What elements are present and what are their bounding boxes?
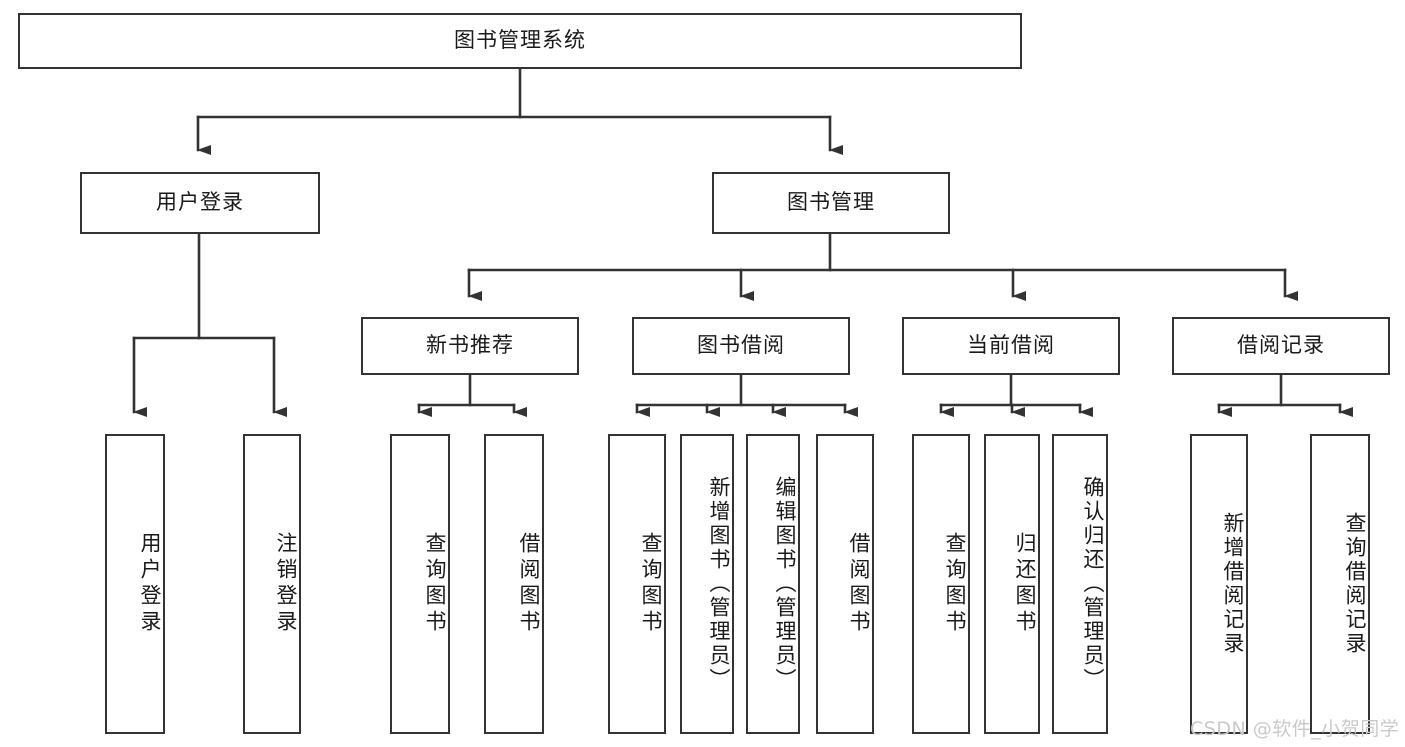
node-leaf-user-logout-label: 注销登录 [274, 532, 298, 636]
node-leaf-query-record-label: 查询借阅记录 [1343, 512, 1367, 656]
node-root-label: 图书管理系统 [454, 28, 586, 53]
node-root-system[interactable]: 图书管理系统 [18, 13, 1022, 69]
node-borrow-record-label: 借阅记录 [1237, 333, 1325, 358]
node-leaf-query-book-3-label: 查询图书 [943, 532, 967, 636]
node-book-borrow-label: 图书借阅 [697, 333, 785, 358]
node-leaf-query-book-2[interactable]: 查询图书 [608, 434, 666, 734]
node-leaf-query-book-3[interactable]: 查询图书 [912, 434, 970, 734]
node-user-login[interactable]: 用户登录 [80, 172, 320, 234]
node-leaf-user-login-label: 用户登录 [138, 532, 162, 636]
csdn-watermark: CSDN @软件_小贺同学 [1190, 718, 1400, 740]
node-leaf-user-logout[interactable]: 注销登录 [243, 434, 301, 734]
node-new-book-rec[interactable]: 新书推荐 [361, 317, 579, 375]
node-book-borrow[interactable]: 图书借阅 [632, 317, 850, 375]
node-new-book-rec-label: 新书推荐 [426, 333, 514, 358]
node-leaf-confirm-return-label: 确认归还（管理员） [1081, 476, 1105, 692]
node-current-borrow[interactable]: 当前借阅 [902, 317, 1120, 375]
node-leaf-add-book[interactable]: 新增图书（管理员） [680, 434, 734, 734]
node-borrow-record[interactable]: 借阅记录 [1172, 317, 1390, 375]
node-leaf-query-book-2-label: 查询图书 [639, 532, 663, 636]
node-leaf-add-book-label: 新增图书（管理员） [707, 476, 731, 692]
node-leaf-query-record[interactable]: 查询借阅记录 [1310, 434, 1370, 734]
node-leaf-return-book-label: 归还图书 [1013, 532, 1037, 636]
node-user-login-label: 用户登录 [156, 190, 244, 215]
node-leaf-query-book-1-label: 查询图书 [423, 532, 447, 636]
node-leaf-edit-book-label: 编辑图书（管理员） [773, 476, 797, 692]
node-leaf-borrow-book-1[interactable]: 借阅图书 [484, 434, 544, 734]
node-leaf-return-book[interactable]: 归还图书 [984, 434, 1040, 734]
node-leaf-user-login[interactable]: 用户登录 [105, 434, 165, 734]
node-leaf-add-record-label: 新增借阅记录 [1221, 512, 1245, 656]
node-leaf-query-book-1[interactable]: 查询图书 [390, 434, 450, 734]
node-leaf-borrow-book-1-label: 借阅图书 [517, 532, 541, 636]
node-leaf-borrow-book-2-label: 借阅图书 [847, 532, 871, 636]
node-book-manage[interactable]: 图书管理 [712, 172, 950, 234]
node-leaf-confirm-return[interactable]: 确认归还（管理员） [1052, 434, 1108, 734]
node-book-manage-label: 图书管理 [787, 190, 875, 215]
node-leaf-borrow-book-2[interactable]: 借阅图书 [816, 434, 874, 734]
node-leaf-edit-book[interactable]: 编辑图书（管理员） [746, 434, 800, 734]
node-leaf-add-record[interactable]: 新增借阅记录 [1190, 434, 1248, 734]
node-current-borrow-label: 当前借阅 [967, 333, 1055, 358]
